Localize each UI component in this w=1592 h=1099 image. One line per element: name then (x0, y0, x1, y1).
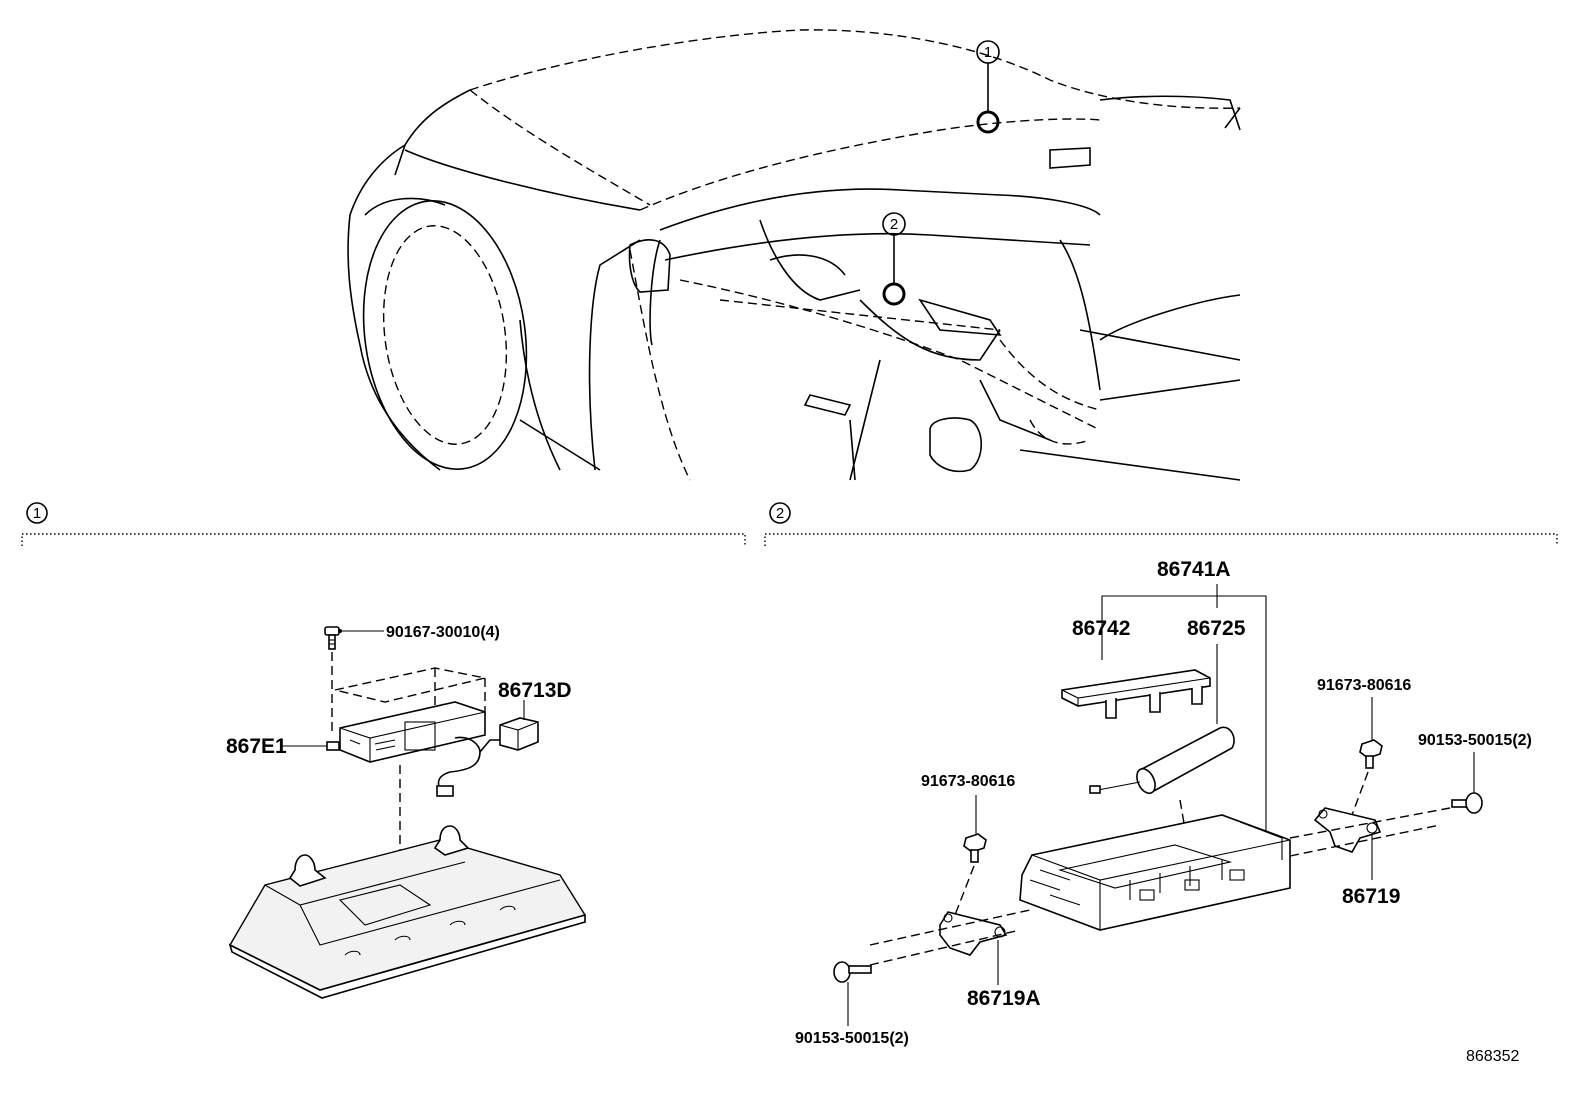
screw-right-icon (1451, 792, 1483, 814)
overview-location-1 (976, 110, 1000, 134)
label-bolt-91673-left: 91673-80616 (921, 773, 1015, 790)
bolt-right-icon (1359, 739, 1383, 769)
control-unit-867E1 (326, 701, 486, 763)
section-1-bracket (21, 533, 746, 546)
label-assembly-86741A: 86741A (1157, 558, 1231, 581)
bolt-left-icon (963, 833, 987, 863)
label-screw-90153-right: 90153-50015(2) (1418, 732, 1532, 749)
section-1: 1 90167-30010(4) 867E1 (21, 502, 746, 999)
control-module-body (1019, 814, 1291, 931)
cartridge-86725 (1089, 726, 1235, 795)
overview-location-2 (882, 282, 906, 306)
screw-icon (324, 626, 340, 650)
label-screw-90153-left: 90153-50015(2) (795, 1030, 909, 1047)
overhead-console-housing (228, 825, 587, 999)
overview-callout-2-label: 2 (890, 216, 898, 233)
label-cover-86742: 86742 (1072, 617, 1130, 640)
section-1-marker (26, 502, 48, 524)
cover-86742 (1061, 669, 1211, 719)
overview-callout-1-label: 1 (984, 44, 992, 61)
label-cartridge-86725: 86725 (1187, 617, 1246, 640)
vehicle-overview: 1 2 (347, 29, 1241, 481)
label-screw-90167: 90167-30010(4) (386, 624, 500, 641)
section-2: 2 86741A 86742 86725 (764, 502, 1558, 1047)
bracket-86719A (939, 911, 1008, 956)
section-1-marker-label: 1 (33, 505, 41, 522)
bracket-86719 (1313, 807, 1382, 853)
label-bracket-86719A: 86719A (967, 987, 1041, 1010)
label-bolt-91673-right: 91673-80616 (1317, 677, 1411, 694)
label-unit-867E1: 867E1 (226, 735, 287, 758)
section-2-marker-label: 2 (776, 505, 784, 522)
figure-id: 868352 (1466, 1048, 1519, 1065)
screw-left-icon (833, 961, 872, 983)
section-2-marker (769, 502, 791, 524)
connector-86713D (436, 717, 539, 797)
label-bracket-86719: 86719 (1342, 885, 1400, 908)
label-connector-86713D: 86713D (498, 679, 572, 702)
section-2-bracket (764, 533, 1558, 546)
